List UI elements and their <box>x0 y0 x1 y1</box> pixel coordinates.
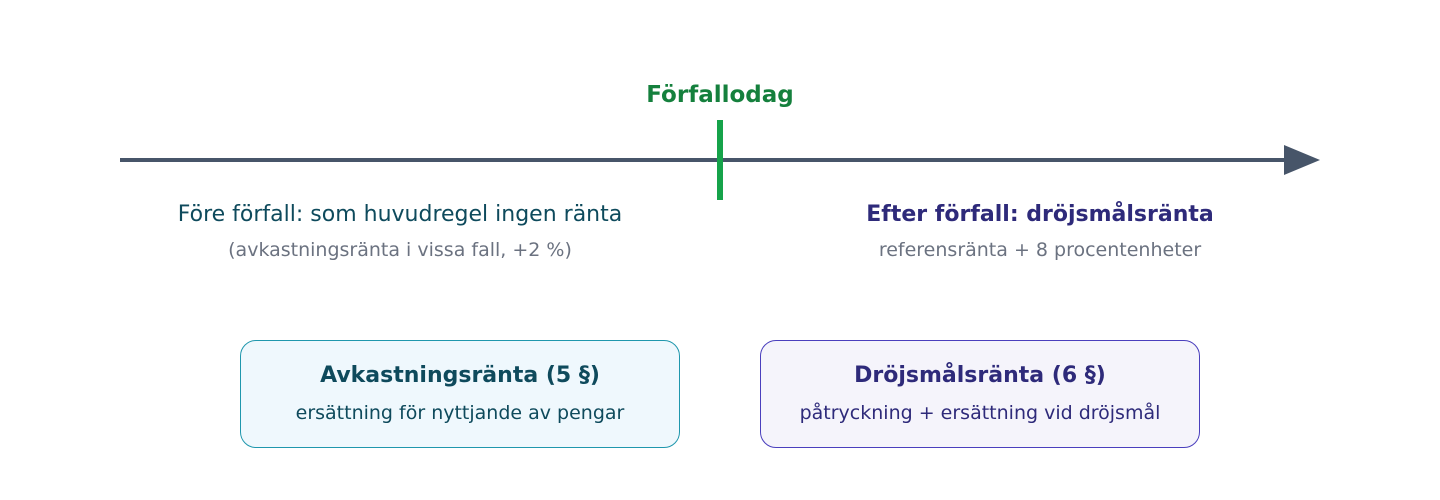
due-date-label: Förfallodag <box>646 82 794 108</box>
late-interest-description: påtryckning + ersättning vid dröjsmål <box>799 402 1161 424</box>
timeline-arrowhead <box>1284 145 1320 175</box>
after-due-subtitle: referensränta + 8 procentenheter <box>878 239 1202 261</box>
before-due-subtitle: (avkastningsränta i vissa fall, +2 %) <box>228 239 572 261</box>
late-interest-box: Dröjsmålsränta (6 §) påtryckning + ersät… <box>760 340 1200 448</box>
late-interest-title: Dröjsmålsränta (6 §) <box>854 363 1106 388</box>
due-date-marker <box>717 120 723 200</box>
after-due-title: Efter förfall: dröjsmålsränta <box>866 202 1214 227</box>
before-due-title: Före förfall: som huvudregel ingen ränta <box>177 202 623 227</box>
yield-interest-title: Avkastningsränta (5 §) <box>320 363 600 388</box>
yield-interest-box: Avkastningsränta (5 §) ersättning för ny… <box>240 340 680 448</box>
yield-interest-description: ersättning för nyttjande av pengar <box>295 402 625 424</box>
